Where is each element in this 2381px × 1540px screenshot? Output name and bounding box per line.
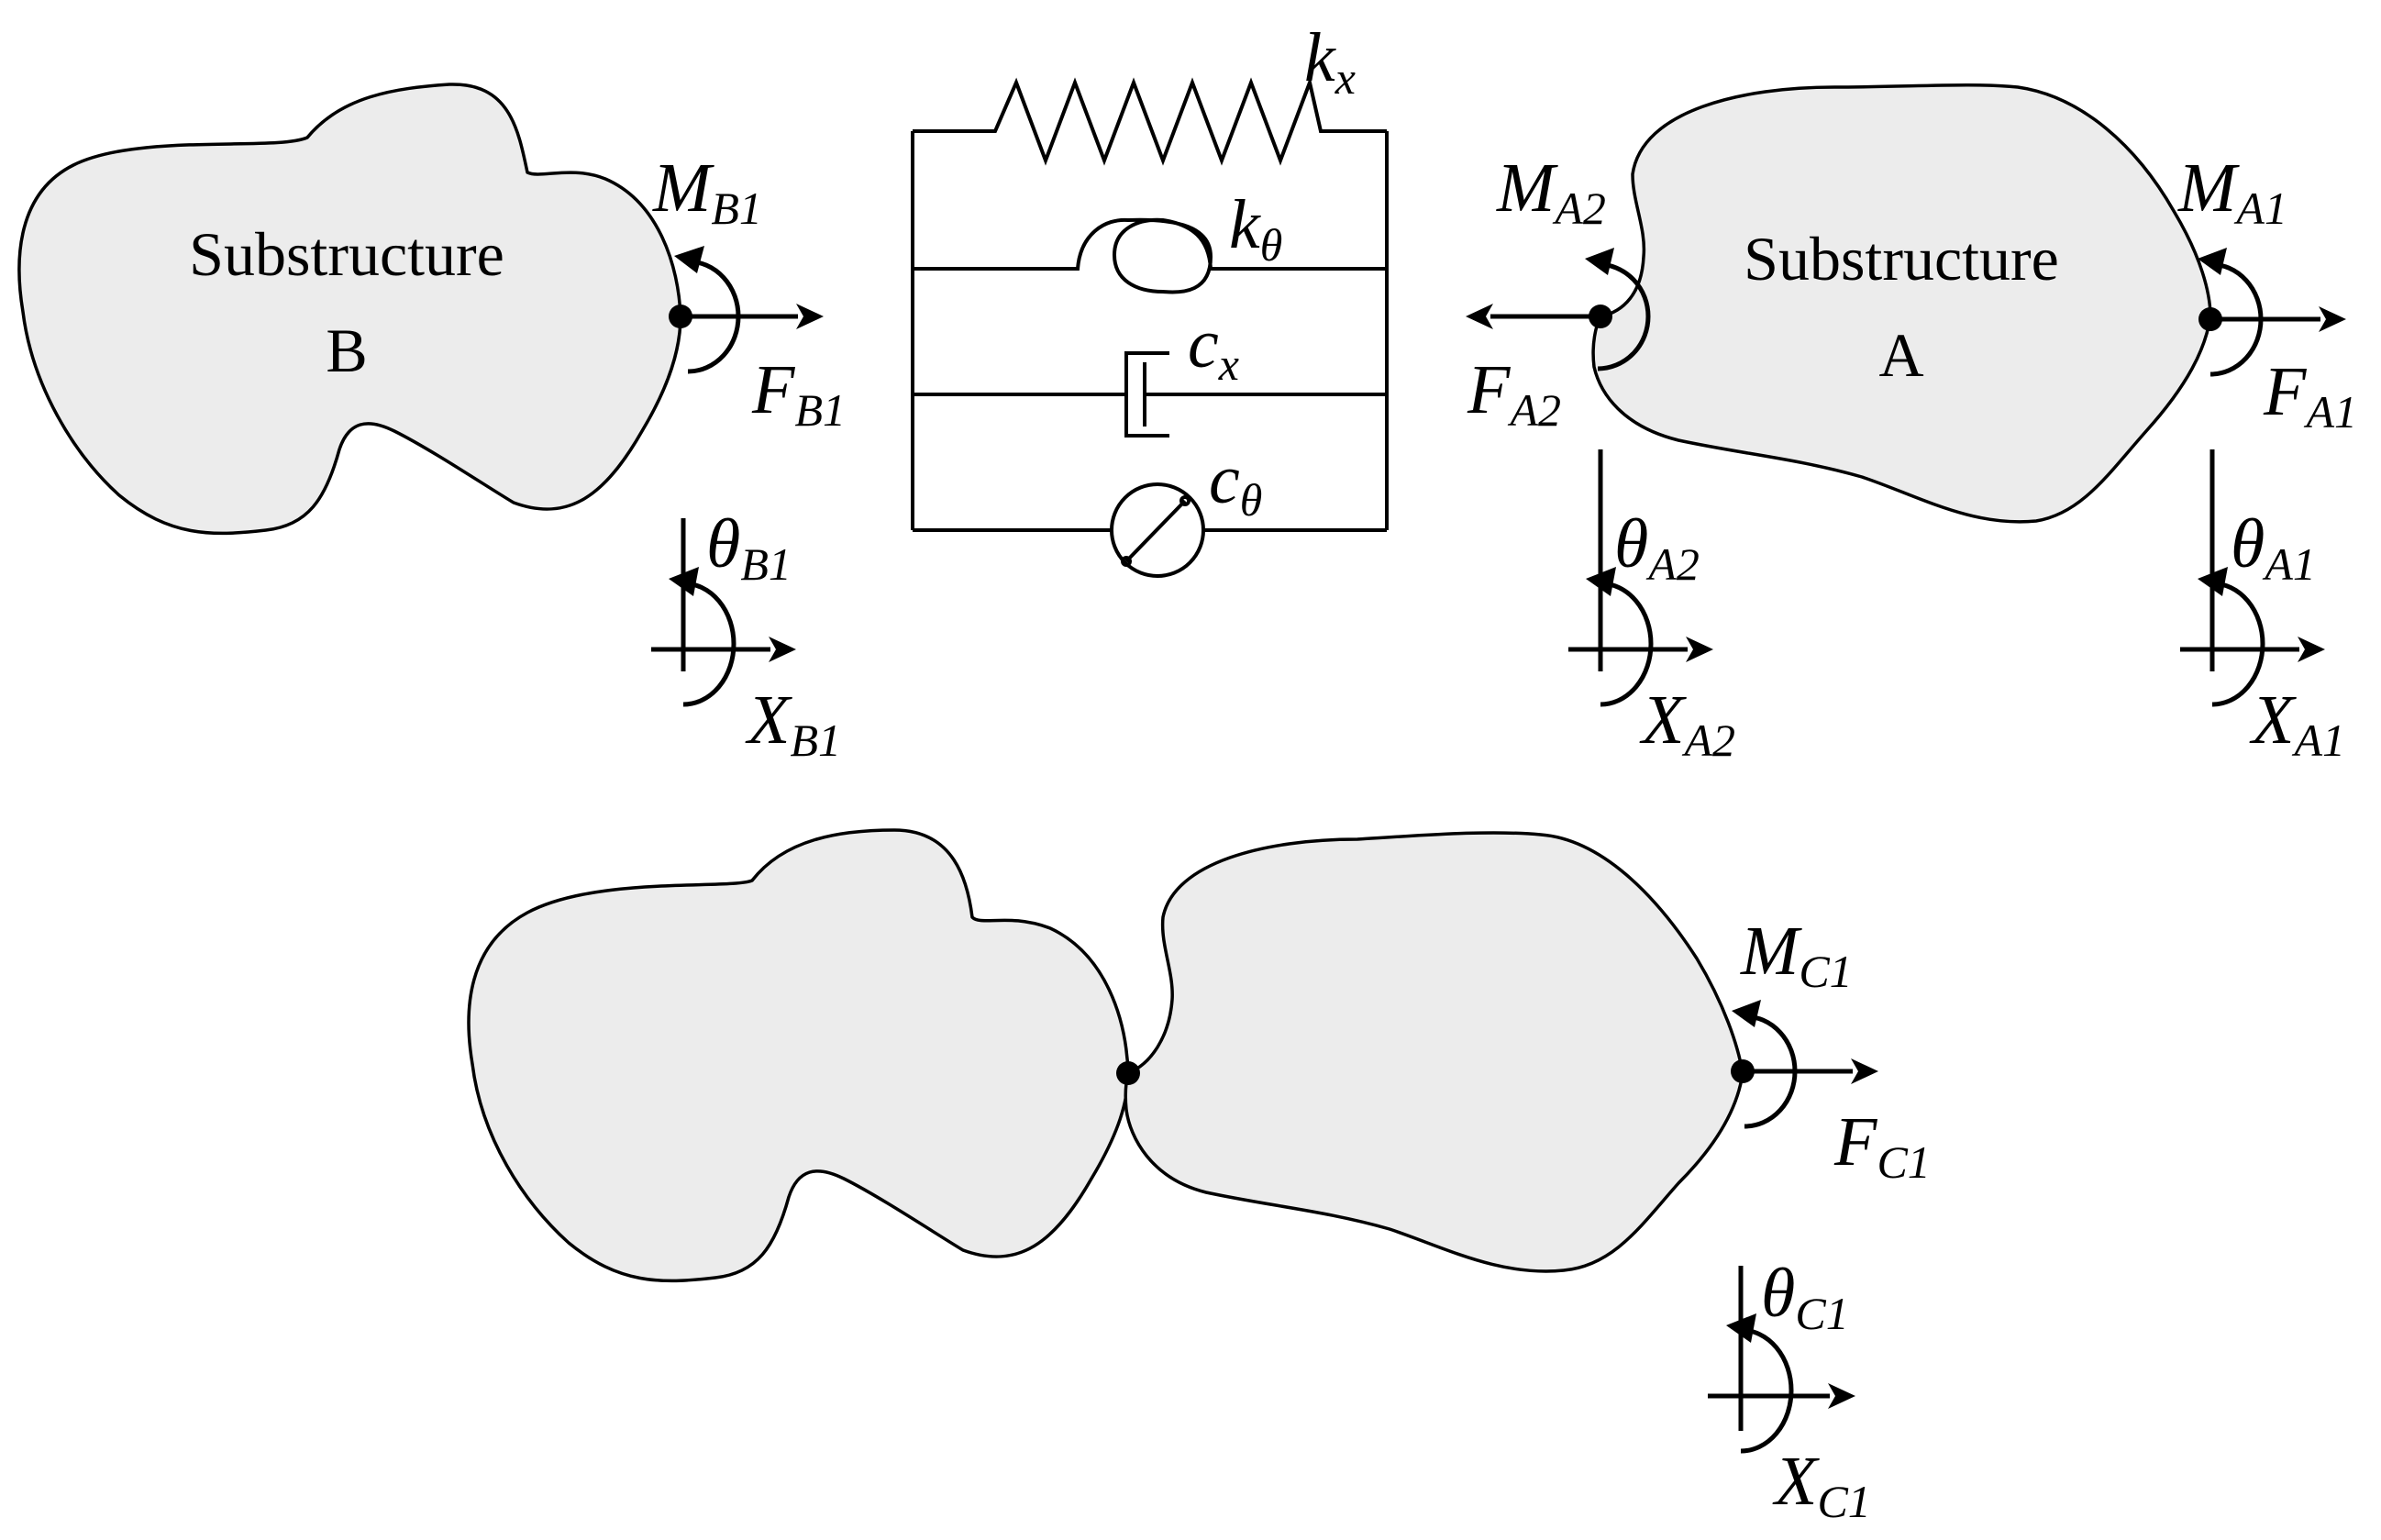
label-theta-a1: θA1 bbox=[2231, 505, 2316, 590]
substructure-a-letter: A bbox=[1878, 320, 1923, 390]
moment-arc-a1 bbox=[2209, 261, 2264, 377]
label-f-b1: FB1 bbox=[751, 351, 846, 436]
moment-arc-b1 bbox=[687, 259, 741, 374]
label-ktheta: kθ bbox=[1229, 186, 1282, 271]
label-theta-b1: θB1 bbox=[706, 505, 792, 590]
substructure-b-title: Substructure bbox=[189, 219, 504, 289]
coupled-right-shape bbox=[1124, 831, 1744, 1273]
label-x-a2: XA2 bbox=[1639, 681, 1735, 766]
label-cx: cx bbox=[1188, 305, 1239, 390]
substructure-a-title: Substructure bbox=[1744, 224, 2059, 294]
spring-kx bbox=[913, 76, 1387, 166]
label-m-a2: MA2 bbox=[1496, 150, 1606, 234]
substructure-b-letter: B bbox=[326, 316, 367, 385]
damper-cx bbox=[913, 351, 1387, 438]
coupled-left-shape bbox=[467, 828, 1130, 1283]
dof-symbol-c1 bbox=[1708, 1266, 1855, 1454]
joint-model bbox=[911, 76, 1389, 578]
node-coupling bbox=[1116, 1061, 1140, 1085]
label-m-a1: MA1 bbox=[2177, 150, 2287, 234]
moment-arc-a2 bbox=[1597, 261, 1651, 371]
label-m-c1: MC1 bbox=[1740, 913, 1853, 997]
label-x-c1: XC1 bbox=[1772, 1443, 1871, 1527]
substructure-b-shape bbox=[17, 83, 682, 536]
dof-symbol-a1 bbox=[2180, 449, 2325, 707]
label-theta-c1: θC1 bbox=[1761, 1255, 1849, 1339]
moment-arc-c1 bbox=[1744, 1014, 1798, 1129]
dof-symbol-a2 bbox=[1568, 449, 1713, 707]
damper-ctheta bbox=[913, 482, 1387, 578]
spring-ktheta bbox=[913, 217, 1387, 294]
label-f-a1: FA1 bbox=[2263, 353, 2357, 438]
label-x-b1: XB1 bbox=[745, 681, 841, 766]
label-theta-a2: θA2 bbox=[1614, 505, 1700, 590]
label-x-a1: XA1 bbox=[2249, 681, 2345, 766]
substructure-a-shape bbox=[1591, 83, 2212, 524]
dof-symbol-b1 bbox=[651, 518, 796, 707]
label-f-c1: FC1 bbox=[1833, 1103, 1931, 1188]
label-f-a2: FA2 bbox=[1467, 351, 1561, 436]
label-kx: kx bbox=[1304, 19, 1356, 104]
label-ctheta: cθ bbox=[1209, 441, 1262, 526]
label-m-b1: MB1 bbox=[652, 150, 762, 234]
